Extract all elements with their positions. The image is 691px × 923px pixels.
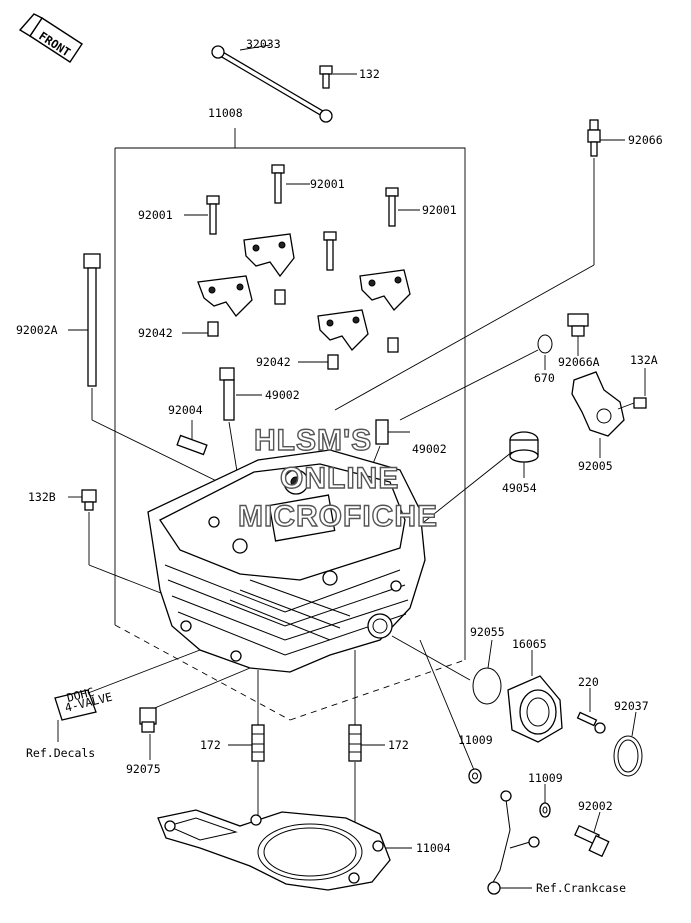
cylinder-head [147, 449, 426, 673]
watermark-line-3: MICROFICHE [238, 500, 438, 533]
part-92002-bolt [574, 811, 610, 858]
label-132: 132 [359, 67, 380, 81]
label-32033: 32033 [246, 37, 281, 51]
part-172-dowels [228, 724, 385, 840]
label-11009-b: 11009 [528, 771, 563, 785]
label-172-b: 172 [388, 738, 409, 752]
label-ref-decals: Ref.Decals [26, 746, 95, 760]
cam-caps [182, 164, 420, 370]
label-92066A: 92066A [558, 355, 600, 369]
label-92042-b: 92042 [256, 355, 291, 369]
part-labels: 32033 132 11008 92066 92001 92001 92001 … [16, 37, 663, 895]
part-16065-holder [507, 650, 563, 743]
part-11004-gasket [157, 809, 412, 891]
part-92055-oring [472, 639, 502, 705]
label-92002A: 92002A [16, 323, 58, 337]
label-92042-a: 92042 [138, 326, 173, 340]
label-92037: 92037 [614, 699, 649, 713]
label-11008: 11008 [208, 106, 243, 120]
watermark: HLSM'S ONLINE MICROFICHE [237, 423, 438, 533]
label-49002-b: 49002 [412, 442, 447, 456]
label-49002-a: 49002 [265, 388, 300, 402]
part-11009-gaskets [468, 768, 551, 818]
decal: DOHC 4-VALVE [54, 685, 114, 742]
label-92004: 92004 [168, 403, 203, 417]
label-92005: 92005 [578, 459, 613, 473]
label-11009-a: 11009 [458, 733, 493, 747]
head-leaders [69, 635, 475, 771]
part-32033-rod [211, 44, 333, 123]
part-92075-clip [139, 707, 157, 760]
part-670-oring [399, 334, 553, 421]
oil-pipe [487, 790, 540, 895]
label-172-a: 172 [200, 738, 221, 752]
part-92005-housing [571, 368, 647, 458]
label-132A: 132A [630, 353, 658, 367]
label-ref-crankcase: Ref.Crankcase [536, 881, 626, 895]
front-badge: FRONT [18, 13, 83, 63]
label-220: 220 [578, 675, 599, 689]
decal-text-1: DOHC [65, 685, 95, 705]
part-49054-cap [394, 431, 539, 546]
label-92055: 92055 [470, 625, 505, 639]
label-132B: 132B [28, 490, 56, 504]
label-92066: 92066 [628, 133, 663, 147]
watermark-line-2: ONLINE [280, 462, 399, 495]
watermark-line-1: HLSM'S [254, 424, 372, 457]
part-132-bolt [319, 65, 357, 89]
part-92004-stud [176, 420, 208, 456]
label-16065: 16065 [512, 637, 547, 651]
label-92001-a: 92001 [310, 177, 345, 191]
part-92002A-stud [68, 253, 236, 491]
label-92075: 92075 [126, 762, 161, 776]
part-220-screw [576, 688, 606, 734]
label-92001-b: 92001 [138, 208, 173, 222]
part-92037-clamp [613, 711, 643, 777]
label-670: 670 [534, 371, 555, 385]
label-11004: 11004 [416, 841, 451, 855]
part-92066A-plug [567, 313, 589, 356]
label-92001-c: 92001 [422, 203, 457, 217]
label-92002: 92002 [578, 799, 613, 813]
part-92066-sensor [334, 119, 625, 411]
label-49054: 49054 [502, 481, 537, 495]
